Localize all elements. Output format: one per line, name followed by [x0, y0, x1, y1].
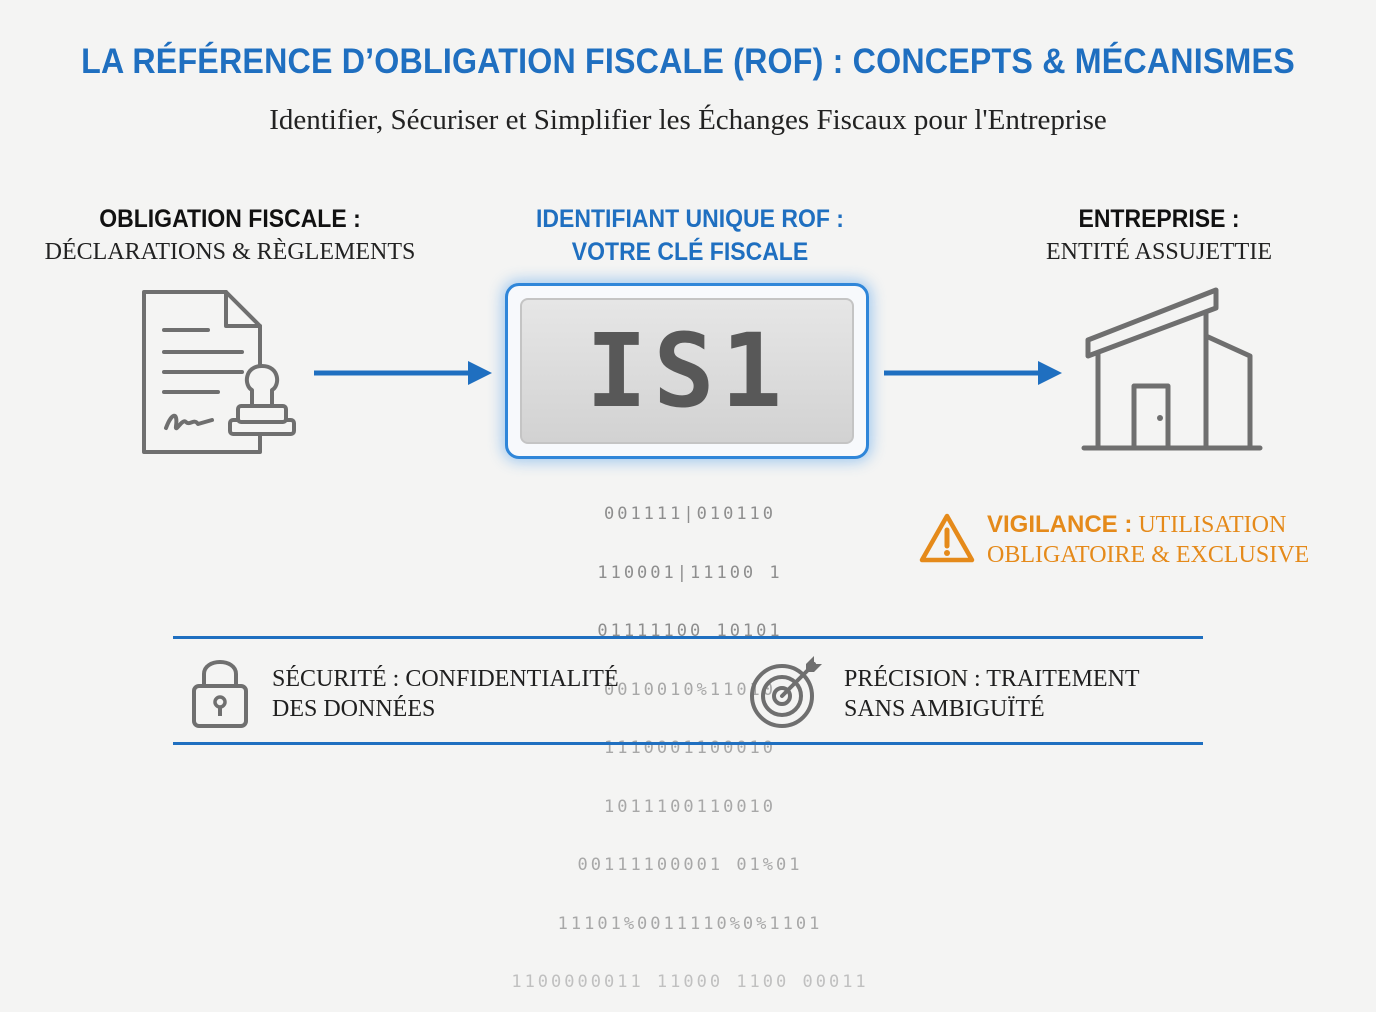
document-stamp-icon	[142, 290, 296, 454]
obligation-title: OBLIGATION FISCALE :	[99, 205, 361, 233]
security-line2: DES DONNÉES	[272, 696, 436, 722]
precision-line1: PRÉCISION : TRAITEMENT	[844, 666, 1140, 692]
precision-feature: PRÉCISION : TRAITEMENT SANS AMBIGUÏTÉ	[844, 664, 1140, 724]
identifier-title-line2: VOTRE CLÉ FISCALE	[571, 238, 809, 266]
target-icon	[750, 656, 822, 728]
arrow-to-id-icon	[314, 361, 492, 385]
security-feature: SÉCURITÉ : CONFIDENTIALITÉ DES DONNÉES	[272, 664, 619, 724]
warning-line2: OBLIGATOIRE & EXCLUSIVE	[987, 542, 1310, 568]
building-icon	[1081, 287, 1263, 451]
padlock-icon	[192, 660, 248, 728]
page-title: LA RÉFÉRENCE D’OBLIGATION FISCALE (ROF) …	[81, 42, 1295, 81]
binary-line: 11101%0011110%0%1101	[557, 913, 823, 934]
obligation-heading: OBLIGATION FISCALE : DÉCLARATIONS & RÈGL…	[20, 203, 440, 269]
obligation-subtitle: DÉCLARATIONS & RÈGLEMENTS	[44, 239, 416, 265]
identifier-heading: IDENTIFIANT UNIQUE ROF : VOTRE CLÉ FISCA…	[470, 203, 910, 269]
company-subtitle: ENTITÉ ASSUJETTIE	[1046, 239, 1272, 265]
binary-line: 001111|010110	[603, 504, 777, 524]
binary-line: 1011100110010	[603, 796, 777, 817]
company-title: ENTREPRISE :	[1078, 205, 1240, 233]
identifier-code: IS1	[585, 311, 789, 431]
warning-line1: UTILISATION	[1138, 512, 1287, 538]
arrow-to-company-icon	[884, 361, 1062, 385]
warning-keyword: VIGILANCE :	[987, 511, 1133, 538]
binary-line: 110001|11100 1	[597, 562, 783, 583]
binary-line: 00111100001 01%01	[577, 855, 803, 875]
warning-icon	[919, 513, 975, 563]
security-line1: SÉCURITÉ : CONFIDENTIALITÉ	[272, 666, 619, 692]
binary-line: 1100000011 11000 1100 00011	[511, 972, 869, 992]
precision-line2: SANS AMBIGUÏTÉ	[844, 696, 1045, 722]
identifier-title-line1: IDENTIFIANT UNIQUE ROF :	[536, 205, 844, 233]
identifier-plate: IS1	[520, 298, 854, 444]
identifier-card: IS1	[505, 283, 869, 459]
bottom-divider	[173, 742, 1203, 745]
page-subtitle: Identifier, Sécuriser et Simplifier les …	[269, 104, 1107, 136]
binary-stream: 001111|010110 110001|11100 1 01111100 10…	[440, 466, 940, 1012]
binary-line: 01111100 10101	[597, 621, 783, 641]
warning-text: VIGILANCE : UTILISATION OBLIGATOIRE & EX…	[987, 510, 1309, 570]
company-heading: ENTREPRISE : ENTITÉ ASSUJETTIE	[970, 203, 1348, 269]
binary-line: 0010010%11010	[603, 679, 777, 700]
top-divider	[173, 636, 1203, 639]
